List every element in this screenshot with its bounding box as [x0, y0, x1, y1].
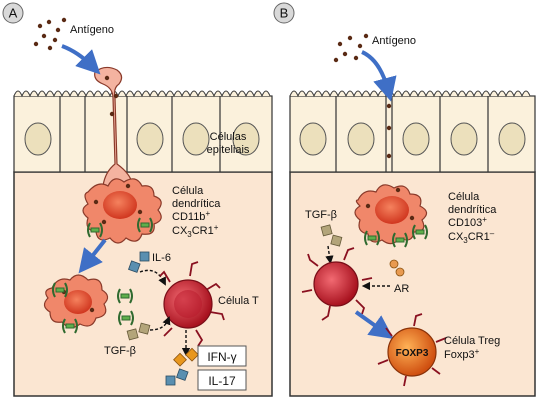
treg-cell: FOXP3: [377, 313, 447, 387]
il17-molecules: [165, 368, 189, 386]
dendritic-cell-cd103: [354, 184, 428, 248]
foxp3-label: FOXP3: [396, 348, 429, 359]
epithelial-layer-a: [13, 90, 273, 173]
il6-molecule: [139, 251, 150, 262]
t-cell: [159, 261, 225, 347]
dc-b-label-2: dendrítica: [448, 204, 497, 216]
dc-a-label-3: CD11b+: [172, 209, 210, 223]
antigen-transport-arrow: [361, 50, 397, 102]
antigen-label-a: Antígeno: [70, 24, 114, 36]
treg-label-2: Foxp3+: [444, 347, 480, 361]
antigen-uptake-arrow: [61, 44, 101, 75]
il17-label: IL-17: [208, 374, 236, 388]
dendritic-cell-cd11b: [82, 178, 162, 244]
panel-a: Antígeno Células epiteliais Célula dendr…: [2, 2, 273, 397]
epithelial-layer-b: [289, 90, 536, 173]
t-cell-label: Célula T: [218, 295, 259, 307]
dc-migration-arrow-a: [78, 238, 107, 274]
dc-b-label-3: CD103+: [448, 215, 487, 229]
ifn-gamma-box: IFN-γ: [197, 345, 247, 367]
il17-box: IL-17: [197, 369, 247, 391]
dc-a-label-4: CX3CR1+: [172, 223, 219, 239]
dendritic-cell-presenting: [43, 274, 134, 334]
dc-a-label-2: dendrítica: [172, 198, 221, 210]
panel-b: Antígeno Célula dendrítica CD103+ CX3CR1…: [273, 2, 536, 397]
panel-b-badge: B: [273, 2, 295, 24]
antigen-particles-b: [333, 33, 369, 63]
dendrite: [94, 66, 134, 187]
dc-b-label-4: CX3CR1–: [448, 229, 495, 245]
epithelial-label-line2: epiteliais: [207, 144, 250, 156]
ifn-gamma-label: IFN-γ: [207, 350, 236, 364]
panel-a-letter: A: [9, 6, 18, 21]
antigen-label-b: Antígeno: [372, 35, 416, 47]
t-cell-naive-b: [301, 247, 373, 321]
antigen-particles-a: [33, 17, 67, 51]
panel-b-letter: B: [280, 6, 289, 21]
treg-differentiation-arrow: [354, 310, 394, 339]
ar-label: AR: [394, 283, 409, 295]
tgfb-label-a: TGF-β: [104, 345, 136, 357]
dc-b-label-1: Célula: [448, 191, 480, 203]
treg-label-1: Célula Treg: [444, 335, 500, 347]
tgfb-label-b: TGF-β: [305, 209, 337, 221]
dc-a-label-1: Célula: [172, 185, 204, 197]
ifn-gamma-molecules: [173, 347, 199, 367]
panel-a-badge: A: [2, 2, 24, 24]
epithelial-label-line1: Células: [210, 131, 247, 143]
il6-label: IL-6: [152, 252, 171, 264]
